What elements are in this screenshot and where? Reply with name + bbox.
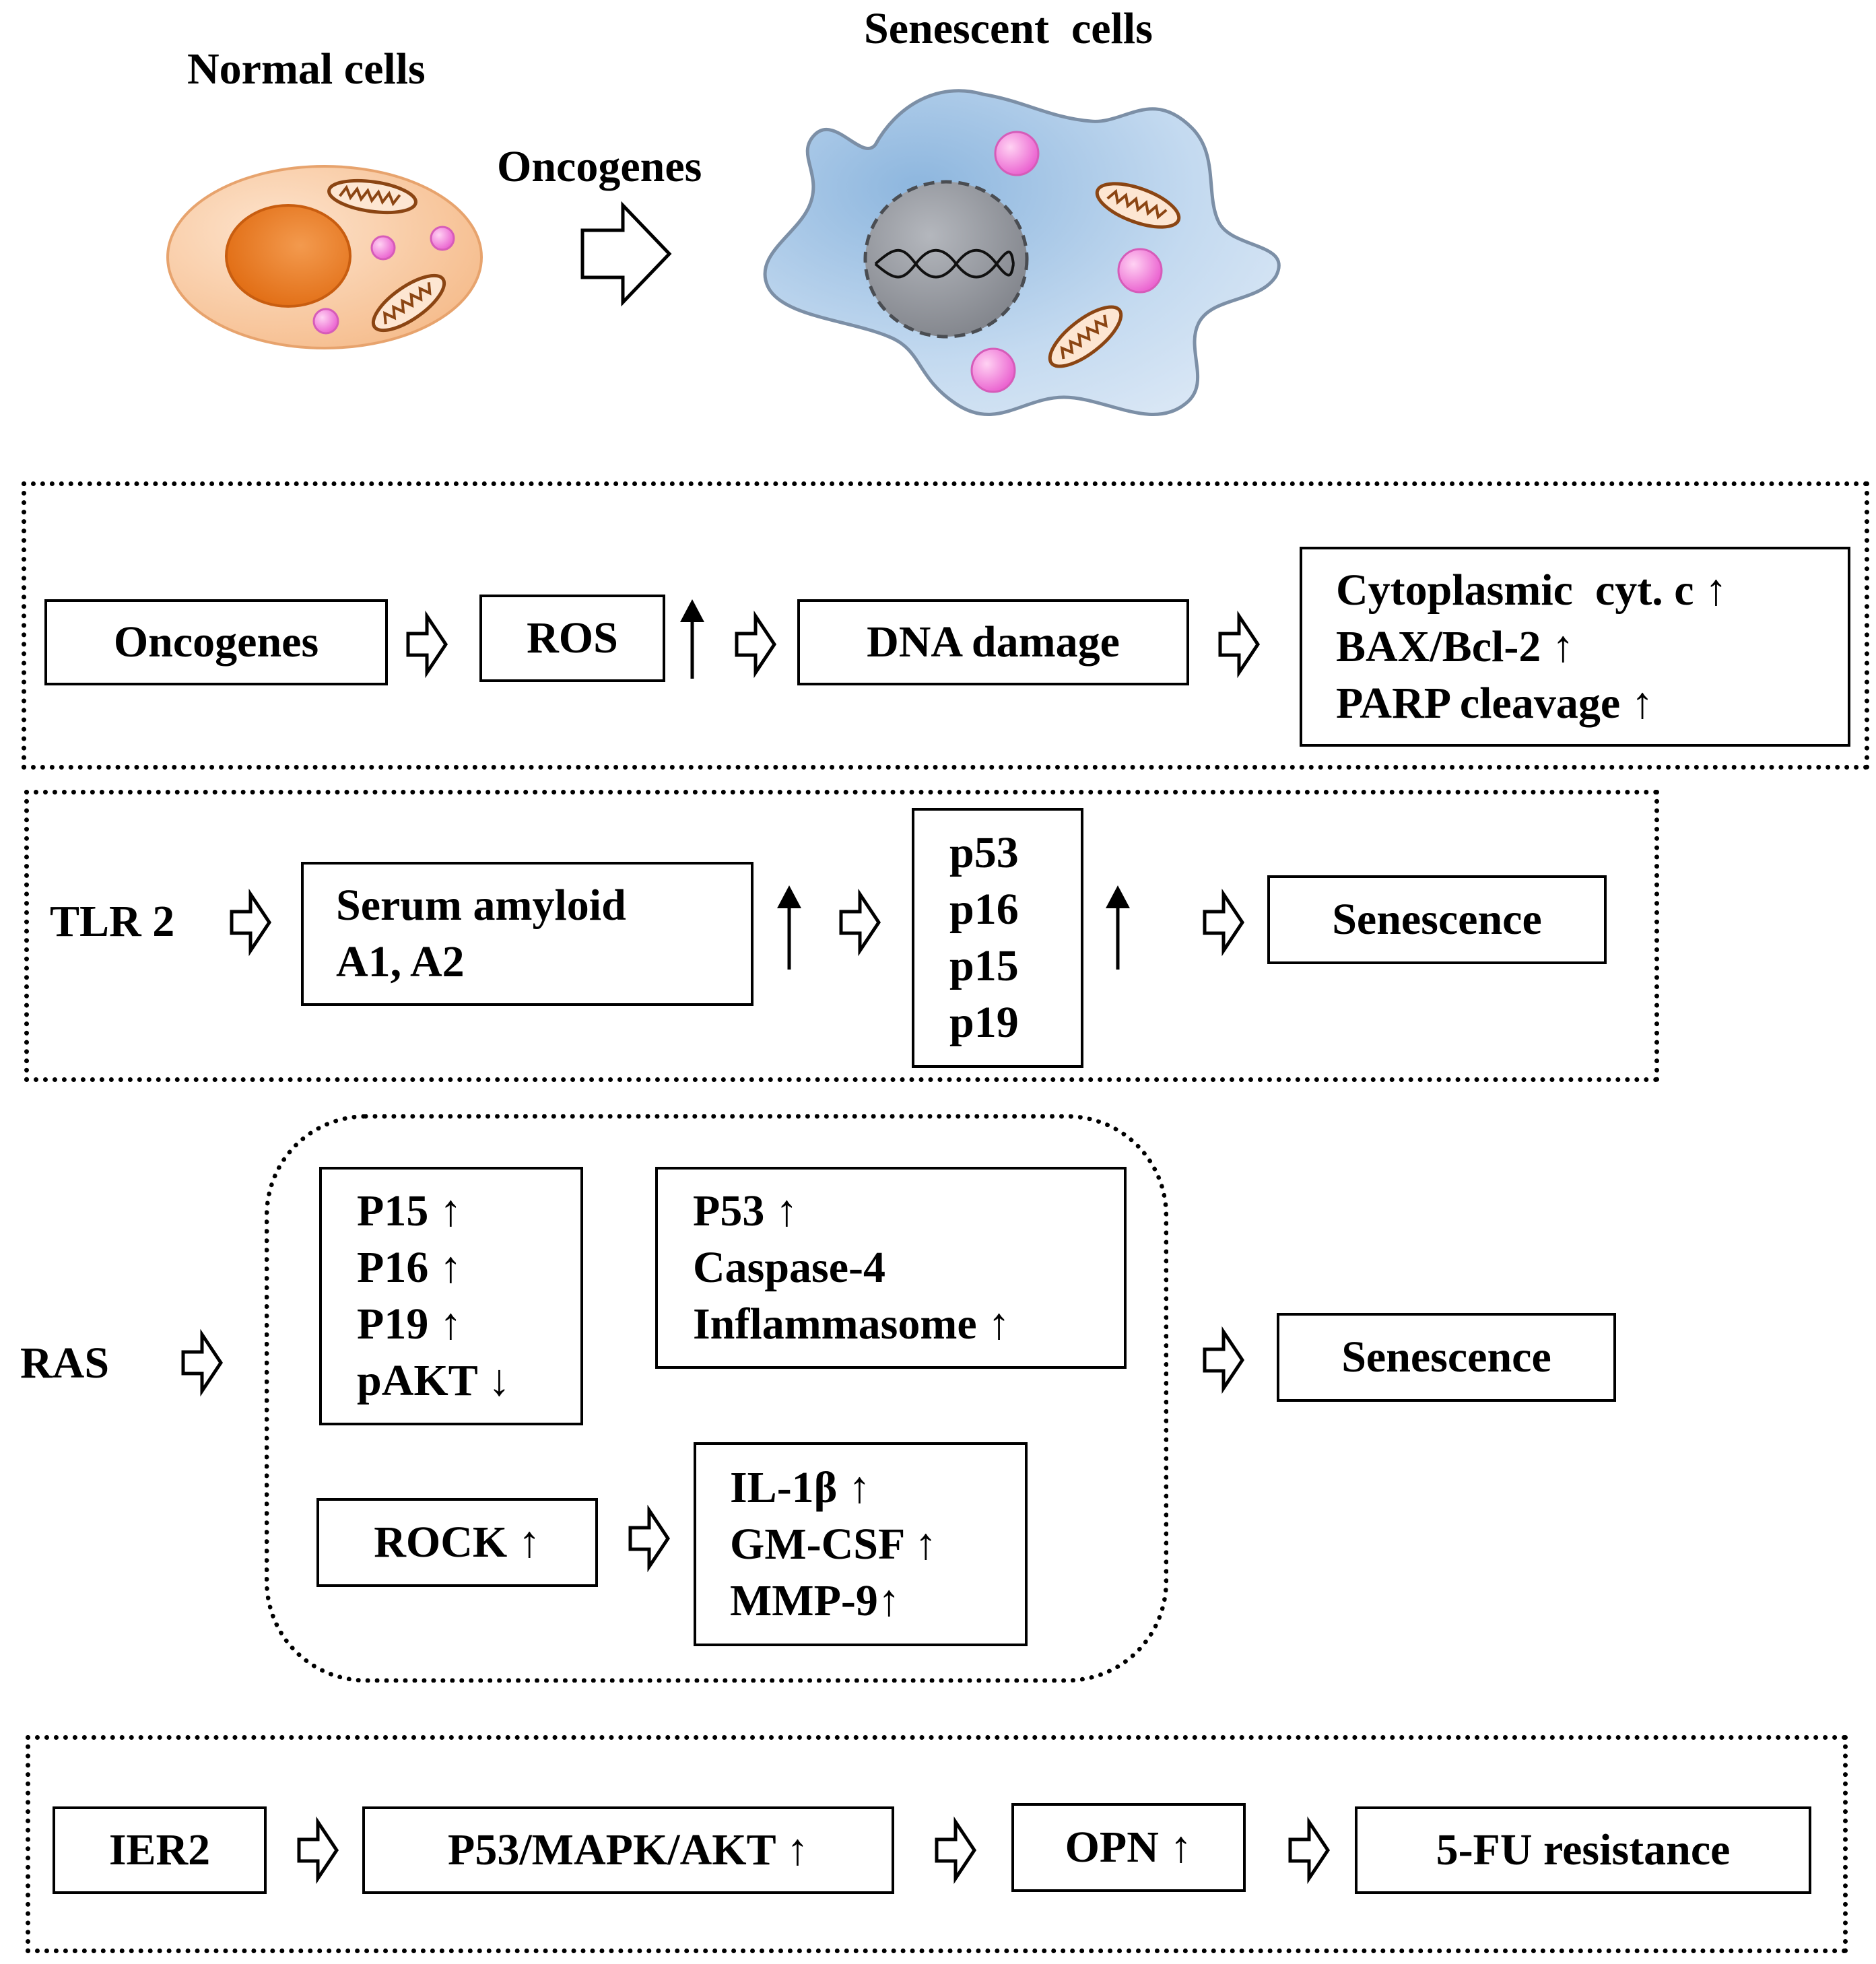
box-opn: OPN ↑ <box>1011 1803 1246 1892</box>
panel-chemoresistance <box>26 1735 1848 1953</box>
box-ros-label: ROS <box>527 613 618 663</box>
5fu-resistance-label: 5-FU resistance <box>1436 1825 1731 1874</box>
box-rock: ROCK ↑ <box>316 1498 598 1587</box>
box-ros: ROS <box>479 595 665 682</box>
box-dna-damage-label: DNA damage <box>867 617 1120 667</box>
senescent-cell-mitochondrion <box>1048 305 1123 368</box>
box-p-markers: P15 ↑ P16 ↑ P19 ↑ pAKT ↓ <box>319 1167 583 1425</box>
box-oncogenes-label: Oncogenes <box>113 617 319 667</box>
normal-cell-nucleus <box>225 204 351 308</box>
ier2-label: IER2 <box>108 1825 211 1874</box>
box-dna-damage: DNA damage <box>797 599 1189 685</box>
senescent-cells-title: Senescent cells <box>864 4 1153 53</box>
senescent-cell-vesicle <box>994 131 1040 176</box>
marker-mmp9: MMP-9↑ <box>730 1576 900 1625</box>
panel-oxidative-stress <box>22 481 1869 770</box>
opn-label: OPN ↑ <box>1065 1823 1193 1872</box>
panel-tlr2-pathway <box>24 790 1659 1082</box>
arrow-module-to-senescence <box>1203 1326 1245 1394</box>
marker-il1b: IL-1β ↑ <box>730 1462 871 1512</box>
normal-cell-vesicle <box>312 308 339 335</box>
marker-p15: P15 ↑ <box>357 1186 462 1235</box>
normal-cell-vesicle <box>430 226 455 251</box>
senescent-cell-vesicle <box>1117 248 1163 294</box>
senescence-label-ras: Senescence <box>1341 1332 1551 1382</box>
panel-ras-pathway <box>265 1114 1168 1683</box>
box-senescence-tlr2: Senescence <box>1267 875 1607 964</box>
box-ier2: IER2 <box>53 1806 267 1894</box>
box-senescence-ras: Senescence <box>1277 1313 1616 1402</box>
cells-illustration <box>166 89 1281 416</box>
marker-gm-csf: GM-CSF ↑ <box>730 1519 937 1569</box>
gene-p19: p19 <box>949 998 1019 1047</box>
marker-inflammasome: Inflammasome ↑ <box>693 1299 1011 1349</box>
normal-cell-vesicle <box>370 235 396 261</box>
gene-p53: p53 <box>949 828 1019 877</box>
senescence-label-tlr2: Senescence <box>1332 895 1542 944</box>
gene-p15: p15 <box>949 941 1019 990</box>
marker-bax-bcl2: BAX/Bcl-2 ↑ <box>1336 621 1574 671</box>
box-inflammasome: P53 ↑ Caspase-4 Inflammasome ↑ <box>655 1167 1127 1369</box>
label-ras: RAS <box>20 1339 110 1388</box>
serum-amyloid-line-2: A1, A2 <box>336 937 465 986</box>
normal-cell <box>166 165 483 349</box>
box-5fu-resistance: 5-FU resistance <box>1355 1806 1811 1894</box>
marker-p19: P19 ↑ <box>357 1299 462 1349</box>
normal-cells-title: Normal cells <box>187 44 426 94</box>
marker-pakt: pAKT ↓ <box>357 1356 511 1405</box>
box-apoptosis-markers: Cytoplasmic cyt. c ↑ BAX/Bcl-2 ↑ PARP cl… <box>1300 547 1850 747</box>
oncogenes-transition-label: Oncogenes <box>497 142 702 191</box>
p53-mapk-akt-label: P53/MAPK/AKT ↑ <box>448 1825 809 1874</box>
marker-cyt-c: Cytoplasmic cyt. c ↑ <box>1336 565 1728 615</box>
marker-p16: P16 ↑ <box>357 1243 462 1292</box>
serum-amyloid-line-1: Serum amyloid <box>336 881 626 930</box>
gene-p16: p16 <box>949 885 1019 934</box>
senescent-cell-vesicle <box>970 347 1016 393</box>
normal-cell-mitochondrion-top <box>327 178 417 215</box>
marker-parp-cleavage: PARP cleavage ↑ <box>1336 678 1654 728</box>
box-p-genes: p53 p16 p15 p19 <box>912 808 1083 1068</box>
senescent-cell-nucleus <box>863 180 1029 339</box>
marker-p53: P53 ↑ <box>693 1186 798 1235</box>
box-p53-mapk-akt: P53/MAPK/AKT ↑ <box>362 1806 894 1894</box>
senescent-cell <box>763 89 1281 416</box>
box-oncogenes: Oncogenes <box>44 599 388 685</box>
label-tlr2: TLR 2 <box>50 897 175 946</box>
oncogenes-transition-arrow <box>580 201 672 307</box>
marker-caspase4: Caspase-4 <box>693 1243 886 1292</box>
normal-cell-mitochondrion-bottom <box>371 273 446 333</box>
arrow-ras-to-module <box>181 1328 224 1397</box>
box-cytokines: IL-1β ↑ GM-CSF ↑ MMP-9↑ <box>694 1442 1028 1646</box>
senescent-cell-mitochondrion <box>1095 182 1181 229</box>
rock-label: ROCK ↑ <box>374 1518 541 1567</box>
box-serum-amyloid: Serum amyloid A1, A2 <box>301 862 753 1006</box>
